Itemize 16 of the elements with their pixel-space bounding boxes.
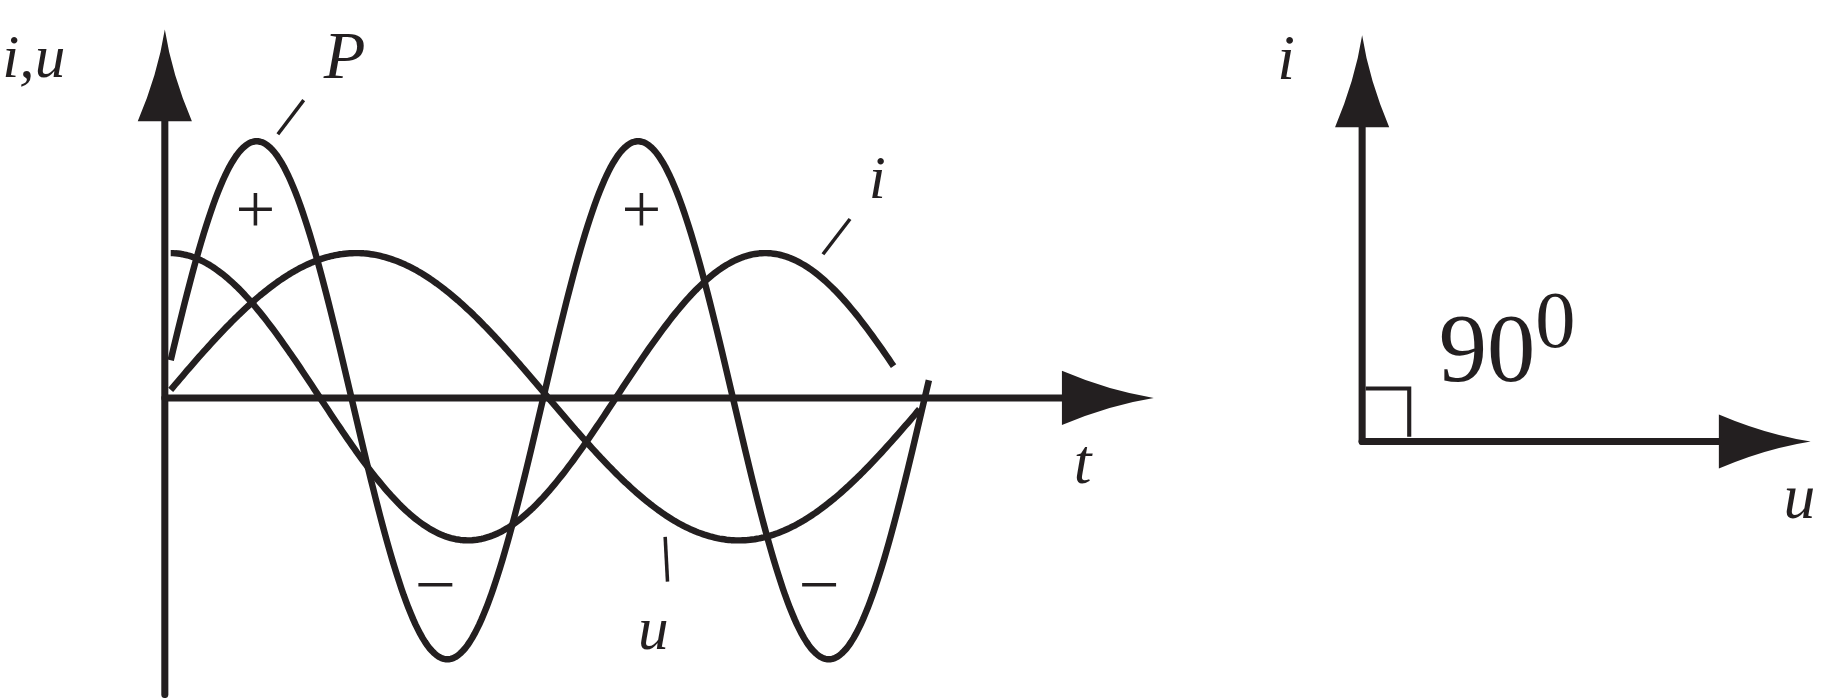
axis-label: i,u bbox=[2, 25, 66, 88]
curve-label: u bbox=[638, 598, 669, 660]
waveform-curve bbox=[167, 138, 933, 663]
axis-label: t bbox=[1073, 429, 1092, 494]
curve-label: P bbox=[323, 21, 366, 90]
plus-sign: + bbox=[235, 174, 276, 245]
minus-sign: − bbox=[414, 547, 456, 621]
leader-line bbox=[276, 99, 306, 136]
leader-line bbox=[663, 536, 670, 582]
minus-sign: − bbox=[798, 547, 840, 621]
axis-label: i bbox=[1277, 25, 1296, 90]
angle-label: 90$^{0}$ bbox=[1438, 280, 1576, 398]
curve-label: i bbox=[868, 147, 886, 209]
leader-line bbox=[821, 217, 852, 256]
plus-sign: + bbox=[621, 174, 662, 245]
axis-label: u bbox=[1783, 465, 1816, 529]
